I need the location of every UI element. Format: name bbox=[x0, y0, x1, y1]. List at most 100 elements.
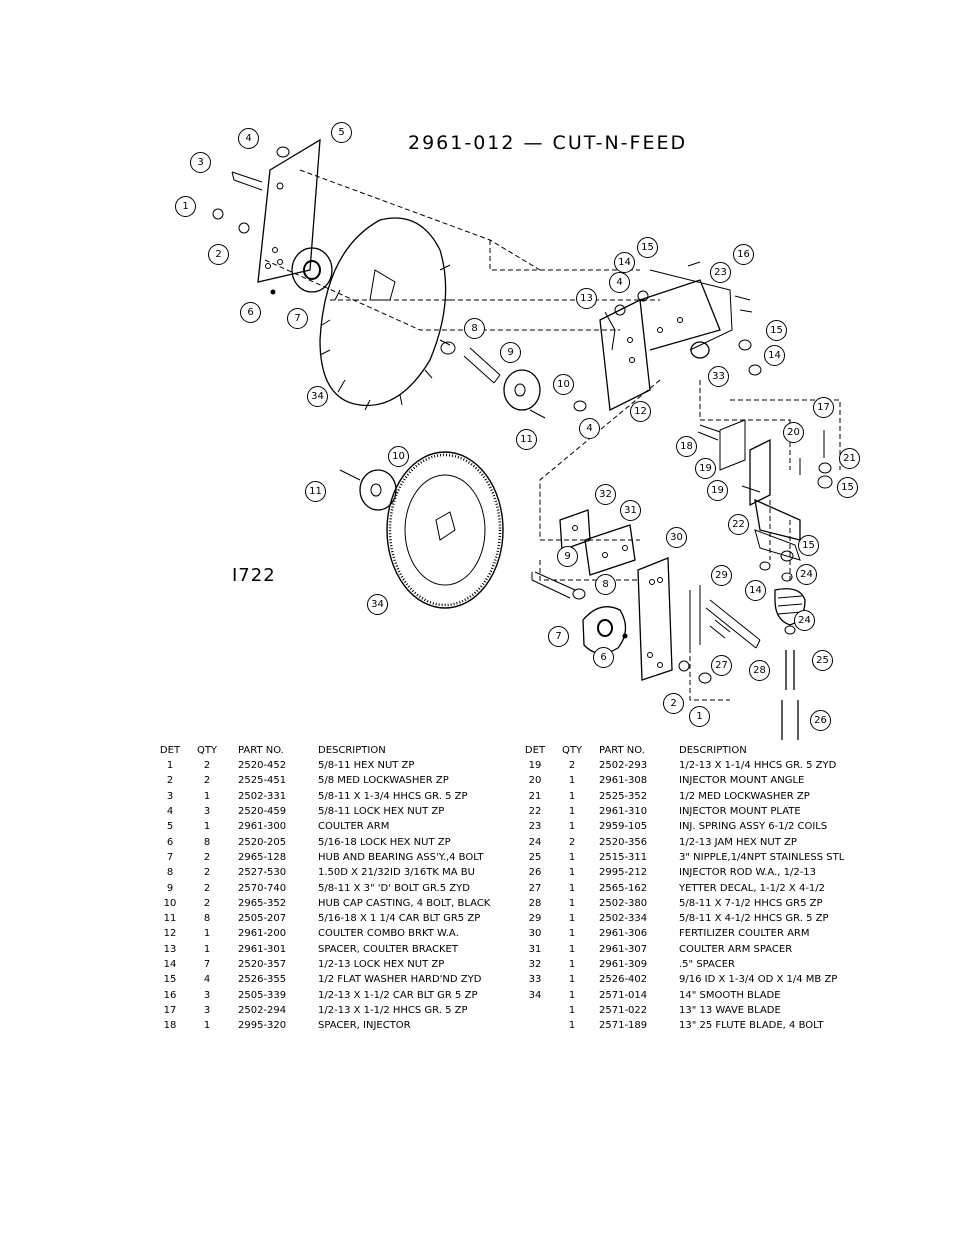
description-cell: 1/2-13 JAM HEX NUT ZP bbox=[679, 836, 797, 848]
part-number-cell: 2571-022 bbox=[599, 1004, 648, 1016]
det-cell: 31 bbox=[528, 943, 542, 955]
figure-number: I722 bbox=[232, 565, 276, 586]
qty-cell: 1 bbox=[203, 821, 211, 833]
det-cell: 18 bbox=[163, 1020, 177, 1032]
qty-cell: 1 bbox=[568, 959, 576, 970]
part-number-cell: 2959-105 bbox=[599, 821, 648, 833]
qty-cell: 4 bbox=[203, 974, 211, 986]
det-cell: 6 bbox=[166, 836, 174, 848]
hub-upper bbox=[291, 247, 333, 293]
part-number-cell: 2502-293 bbox=[599, 760, 648, 772]
description-cell: .5" SPACER bbox=[679, 959, 735, 970]
description-cell: 5/8-11 HEX NUT ZP bbox=[318, 760, 415, 772]
det-cell: 5 bbox=[166, 821, 174, 833]
part-number-cell: 2961-310 bbox=[599, 806, 648, 818]
part-number-cell: 2520-452 bbox=[238, 760, 287, 772]
callout-bubble: 15 bbox=[798, 535, 819, 556]
description-cell: INJ. SPRING ASSY 6-1/2 COILS bbox=[679, 821, 828, 833]
part-number-cell: 2525-451 bbox=[238, 775, 287, 787]
callout-bubble: 8 bbox=[595, 574, 616, 595]
callout-bubble: 30 bbox=[666, 527, 687, 548]
callout-bubble: 11 bbox=[516, 429, 537, 450]
qty-cell: 1 bbox=[568, 989, 576, 1001]
det-header: DET bbox=[159, 744, 181, 756]
det-cell: 27 bbox=[528, 882, 542, 894]
callout-bubble: 20 bbox=[783, 422, 804, 443]
qty-cell: 2 bbox=[568, 836, 576, 848]
callout-bubble: 21 bbox=[839, 448, 860, 469]
callout-bubble: 34 bbox=[367, 594, 388, 615]
description-cell: 5/8-11 X 4-1/2 HHCS GR. 5 ZP bbox=[679, 913, 829, 925]
qty-cell: 3 bbox=[203, 806, 211, 818]
part-number-cell: 2502-380 bbox=[599, 897, 648, 909]
callout-bubble: 13 bbox=[576, 288, 597, 309]
description-cell: 14" SMOOTH BLADE bbox=[679, 989, 781, 1001]
description-cell: SPACER, COULTER BRACKET bbox=[318, 943, 458, 955]
callout-bubble: 29 bbox=[711, 565, 732, 586]
det-cell: 2 bbox=[166, 775, 174, 787]
exploded-parts-diagram bbox=[212, 138, 841, 740]
qty-cell: 1 bbox=[568, 974, 576, 986]
part-number-cell: 2502-334 bbox=[599, 913, 648, 925]
part-number-cell: 2961-200 bbox=[238, 928, 287, 940]
description-cell: 5/8 MED LOCKWASHER ZP bbox=[318, 775, 449, 787]
table-row: 13 1 2961-301 SPACER, COULTER BRACKET bbox=[158, 942, 518, 957]
callout-bubble: 27 bbox=[711, 655, 732, 676]
description-cell: HUB CAP CASTING, 4 BOLT, BLACK bbox=[318, 897, 491, 909]
part-number-cell: 2525-352 bbox=[599, 790, 648, 802]
qty-cell: 1 bbox=[203, 943, 211, 955]
qty-cell: 3 bbox=[203, 1004, 211, 1016]
callout-bubble: 1 bbox=[689, 706, 710, 727]
part-number-cell: 2571-189 bbox=[599, 1020, 648, 1032]
description-cell: 1/2-13 X 1-1/2 CAR BLT GR 5 ZP bbox=[318, 989, 478, 1001]
det-cell: 28 bbox=[528, 897, 542, 909]
callout-bubble: 7 bbox=[287, 308, 308, 329]
wave-blade-upper bbox=[319, 217, 455, 411]
det-cell: 10 bbox=[163, 897, 177, 909]
qty-cell: 1 bbox=[568, 867, 576, 879]
fluted-blade-lower bbox=[386, 451, 504, 609]
callout-bubble: 7 bbox=[548, 626, 569, 647]
callout-bubble: 10 bbox=[553, 374, 574, 395]
callout-bubble: 9 bbox=[557, 546, 578, 567]
callout-bubble: 2 bbox=[663, 693, 684, 714]
qty-cell: 1 bbox=[203, 1020, 211, 1032]
description-cell: 3" NIPPLE,1/4NPT STAINLESS STL bbox=[679, 851, 845, 863]
det-cell: 33 bbox=[528, 974, 542, 986]
part-number-cell: 2995-320 bbox=[238, 1020, 287, 1032]
det-cell: 23 bbox=[528, 821, 542, 833]
det-cell: 30 bbox=[528, 928, 542, 940]
part-number-cell: 2571-014 bbox=[599, 989, 648, 1001]
part-number-cell: 2965-352 bbox=[238, 897, 287, 909]
description-cell: 5/8-11 X 1-3/4 HHCS GR. 5 ZP bbox=[318, 790, 468, 802]
qty-cell: 2 bbox=[203, 882, 211, 894]
det-cell bbox=[523, 1018, 547, 1033]
part-number-cell: 2961-301 bbox=[238, 943, 287, 955]
description-cell: COULTER ARM SPACER bbox=[679, 943, 793, 955]
description-cell: COULTER ARM bbox=[318, 821, 390, 833]
desc-header: DESCRIPTION bbox=[318, 744, 386, 756]
qty-cell: 1 bbox=[203, 790, 211, 802]
callout-bubble: 9 bbox=[500, 342, 521, 363]
upper-hub-hardware bbox=[440, 341, 546, 419]
description-cell: COULTER COMBO BRKT W.A. bbox=[318, 928, 459, 940]
callout-bubble: 15 bbox=[837, 477, 858, 498]
det-cell: 13 bbox=[163, 943, 177, 955]
qty-cell: 1 bbox=[568, 1020, 576, 1032]
description-cell: 5/16-18 LOCK HEX NUT ZP bbox=[318, 836, 451, 848]
description-cell: INJECTOR MOUNT ANGLE bbox=[679, 775, 805, 787]
